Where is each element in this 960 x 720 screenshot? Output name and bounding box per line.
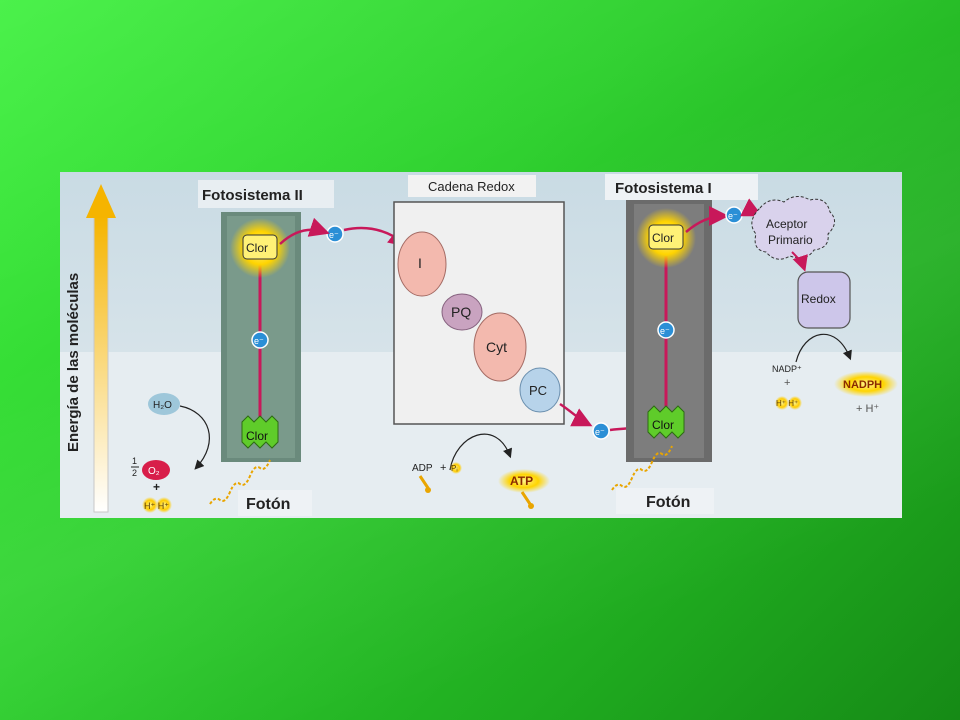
ps2-title-box bbox=[198, 180, 334, 208]
svg-text:PC: PC bbox=[529, 383, 547, 398]
ps2-photon-label-box bbox=[238, 490, 312, 516]
svg-text:Primario: Primario bbox=[768, 233, 813, 247]
svg-text:+ H⁺: + H⁺ bbox=[856, 403, 879, 415]
svg-text:e⁻: e⁻ bbox=[595, 427, 605, 437]
svg-text:Aceptor: Aceptor bbox=[766, 217, 807, 231]
svg-text:H₂O: H₂O bbox=[153, 400, 172, 411]
svg-text:H⁺ H⁺: H⁺ H⁺ bbox=[144, 501, 169, 511]
ps1-title: Fotosistema I bbox=[615, 180, 712, 197]
carrier-plastocyanin bbox=[519, 367, 561, 413]
oxygen-molecule bbox=[142, 460, 170, 480]
water-molecule bbox=[148, 393, 180, 415]
svg-text:Pᵢ: Pᵢ bbox=[451, 464, 458, 473]
proton bbox=[142, 497, 158, 513]
svg-text:Clor: Clor bbox=[246, 429, 268, 443]
proton bbox=[156, 497, 172, 513]
atp-label: ATP bbox=[510, 474, 533, 488]
ps1-title-box bbox=[605, 174, 758, 200]
photosystem-2: Fotosistema II Clor e⁻ Clor Fotón H₂O 1 … bbox=[131, 180, 409, 516]
ps2-electron bbox=[251, 331, 269, 349]
svg-text:e⁻: e⁻ bbox=[254, 336, 264, 346]
ps2-chlorophyll-excited bbox=[242, 234, 278, 260]
nadph-formation-arrow bbox=[795, 333, 852, 363]
svg-text:e⁻: e⁻ bbox=[329, 230, 339, 240]
ps2-chlorophyll-ground bbox=[241, 415, 279, 449]
carrier-complex-1 bbox=[397, 231, 447, 297]
svg-text:Clor: Clor bbox=[652, 231, 674, 245]
svg-text:+: + bbox=[153, 480, 160, 494]
photosystem-1: Fotosistema I Clor e⁻ Clor Fotón e⁻ Acep… bbox=[605, 174, 898, 514]
water-split-arrow bbox=[179, 405, 210, 470]
ps2-photon-wave bbox=[209, 459, 271, 505]
svg-text:PQ: PQ bbox=[451, 304, 471, 320]
ps1-photon-label-box bbox=[616, 488, 714, 514]
ps1-chlorophyll-excited bbox=[648, 224, 684, 250]
svg-text:Cyt: Cyt bbox=[486, 339, 507, 355]
svg-text:2: 2 bbox=[132, 468, 137, 478]
svg-text:I: I bbox=[418, 255, 422, 271]
nadph-label: NADPH bbox=[843, 379, 882, 391]
atp-glow bbox=[498, 469, 550, 493]
svg-text:ADP: ADP bbox=[412, 463, 433, 474]
svg-text:Clor: Clor bbox=[652, 418, 674, 432]
svg-text:+: + bbox=[440, 462, 446, 474]
svg-text:e⁻: e⁻ bbox=[660, 326, 670, 336]
photosynthesis-diagram: Energía de las moléculas Fotosistema II … bbox=[60, 172, 902, 518]
chain-exit-arrow bbox=[559, 402, 593, 427]
svg-text:Redox: Redox bbox=[801, 292, 836, 306]
svg-text:+: + bbox=[784, 377, 790, 389]
primary-acceptor bbox=[751, 196, 835, 260]
redox-title-box bbox=[408, 175, 536, 197]
svg-text:e⁻: e⁻ bbox=[728, 211, 738, 221]
svg-text:H⁺ H⁺: H⁺ H⁺ bbox=[776, 399, 798, 408]
svg-text:NADP⁺: NADP⁺ bbox=[772, 364, 802, 374]
acceptor-to-redox-arrow bbox=[791, 251, 808, 272]
chain-electron bbox=[592, 422, 610, 440]
ps2-title: Fotosistema II bbox=[202, 187, 303, 204]
ps1-photon-wave bbox=[611, 445, 673, 491]
redox-box bbox=[797, 271, 851, 329]
energy-axis: Energía de las moléculas bbox=[65, 184, 116, 513]
ps1-to-electron-arrow bbox=[685, 206, 729, 233]
ps1-chlorophyll-ground bbox=[647, 405, 685, 439]
atp-synthesis-arrow bbox=[449, 433, 513, 471]
ps2-photon-label: Fotón bbox=[246, 496, 290, 513]
svg-text:O₂: O₂ bbox=[148, 466, 160, 477]
redox-chain: Cadena Redox I PQ Cyt PC ADP + Pᵢ ATP e⁻ bbox=[393, 175, 653, 509]
nadph-glow bbox=[834, 371, 898, 397]
svg-text:Clor: Clor bbox=[246, 241, 268, 255]
ps1-electron bbox=[657, 321, 675, 339]
carrier-plastoquinone bbox=[441, 293, 483, 331]
ps1-photon-label: Fotón bbox=[646, 494, 690, 511]
redox-title: Cadena Redox bbox=[428, 179, 515, 194]
energy-axis-label: Energía de las moléculas bbox=[65, 273, 82, 452]
carrier-cytochrome bbox=[473, 312, 527, 382]
ps2-to-electron-arrow bbox=[279, 217, 330, 245]
svg-text:1: 1 bbox=[132, 456, 137, 466]
